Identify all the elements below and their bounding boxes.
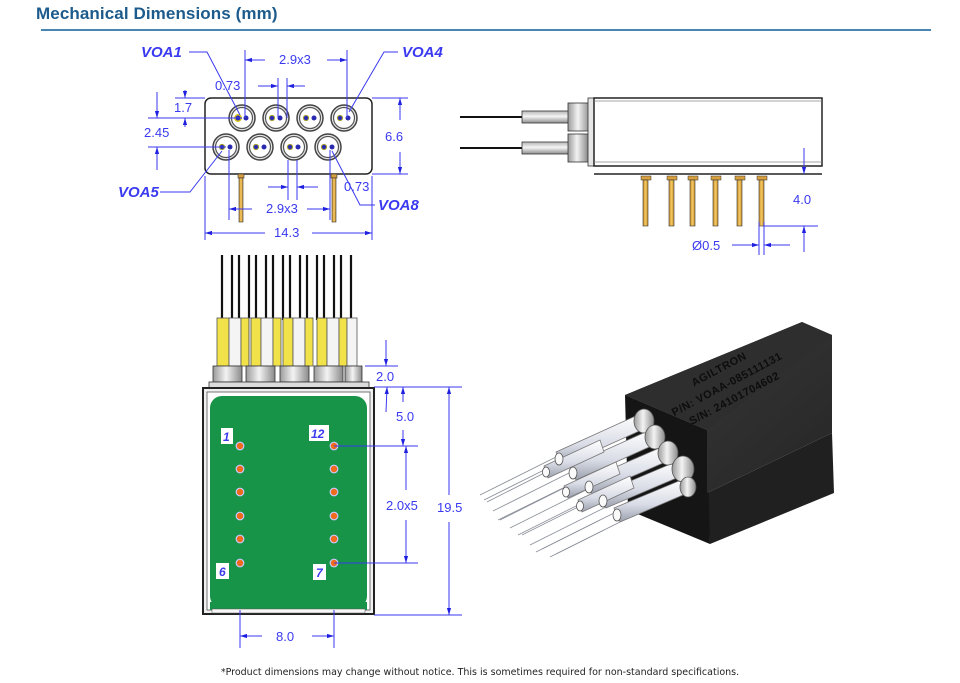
side-view-pins	[640, 175, 768, 227]
dim-width: 14.3	[274, 225, 299, 240]
label-voa1: VOA1	[141, 44, 182, 61]
pin-label-12: 12	[311, 427, 325, 441]
dim-length: 19.5	[437, 500, 462, 515]
dim-first-pin-offset: 5.0	[396, 409, 414, 424]
dim-bottom-pitch: 2.9x3	[266, 201, 298, 216]
front-view: VOA1 VOA4 VOA5 VOA8 2.9x3 0.73 1.7 2.45 …	[118, 44, 444, 240]
pin-label-6: 6	[219, 565, 226, 579]
pin-label-7: 7	[316, 566, 324, 580]
product-render: AGILTRON P/N: VOAA-085111131 S/N: 241017…	[479, 322, 834, 558]
dim-top-offset: 0.73	[215, 78, 240, 93]
render-fiber-tubes	[479, 408, 697, 558]
side-view-body	[593, 97, 823, 167]
bottom-view-fibers	[220, 255, 353, 320]
dim-row1-from-top: 1.7	[174, 100, 192, 115]
bottom-view-tubes	[216, 317, 358, 367]
pin-label-1: 1	[223, 430, 230, 444]
page-title: Mechanical Dimensions (mm)	[36, 4, 278, 23]
dim-height: 6.6	[385, 129, 403, 144]
label-voa8: VOA8	[378, 197, 420, 214]
dim-bottom-offset: 0.73	[344, 179, 369, 194]
dim-pin-length: 4.0	[793, 192, 811, 207]
dim-row-spacing-8: 8.0	[276, 629, 294, 644]
bottom-view: 1 12 6 7 2.0 5.0 2.0x5	[202, 255, 462, 648]
dim-top-pitch: 2.9x3	[279, 52, 311, 67]
front-pin-right	[331, 177, 337, 223]
title-divider	[41, 29, 931, 31]
dim-row-spacing: 2.45	[144, 125, 169, 140]
dim-boot-length: 2.0	[376, 369, 394, 384]
dim-pin-pitch: 2.0x5	[386, 498, 418, 513]
label-voa4: VOA4	[402, 44, 444, 61]
pin-pads	[235, 441, 339, 568]
render-right-face	[707, 433, 834, 544]
dim-pin-diameter: Ø0.5	[692, 238, 720, 253]
label-voa5: VOA5	[118, 184, 160, 201]
pcb	[210, 396, 367, 608]
side-view: 4.0 Ø0.5	[460, 97, 823, 255]
bottom-view-boots	[208, 365, 370, 389]
front-pin-left	[238, 177, 244, 223]
footnote: *Product dimensions may change without n…	[220, 667, 740, 678]
